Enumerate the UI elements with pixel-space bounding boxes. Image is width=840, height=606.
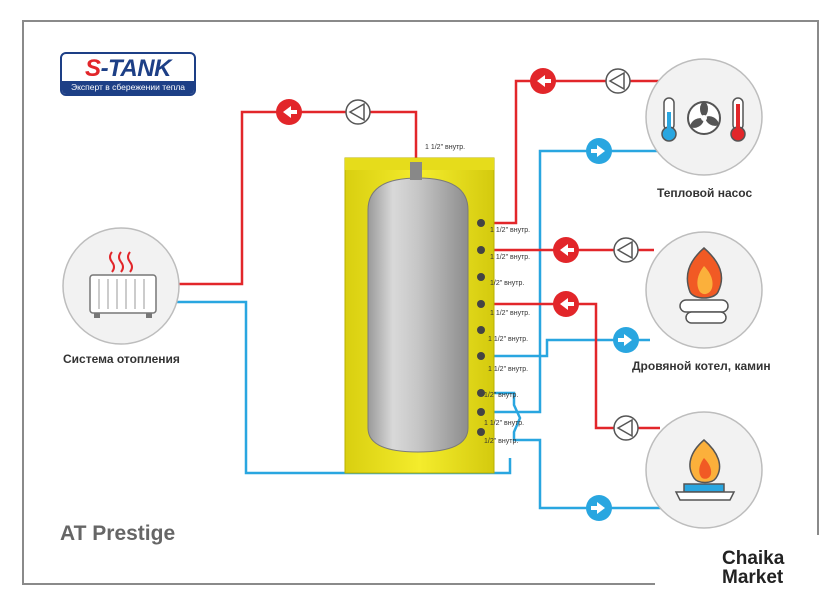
circulation-pump-icon-2 bbox=[605, 68, 631, 94]
pipe-label-3: 1/2" внутр. bbox=[490, 280, 525, 287]
pipe-label-6: 1 1/2" внутр. bbox=[488, 366, 529, 373]
pipe-label-5: 1 1/2" внутр. bbox=[488, 336, 529, 343]
gas-boiler-return-pipe bbox=[485, 391, 662, 510]
fireplace-flame-icon bbox=[679, 247, 729, 324]
pipe-label-7: 1/2" внутр. bbox=[484, 392, 519, 399]
wood-boiler-return-pipe bbox=[485, 338, 650, 358]
pipe-label-top: 1 1/2" внутр. bbox=[425, 144, 466, 151]
watermark-line-1: Chaika bbox=[722, 548, 785, 569]
heating-return-pipe bbox=[173, 300, 512, 475]
heat-pump-supply-pipe bbox=[485, 79, 665, 225]
pipe-label-4: 1 1/2" внутр. bbox=[490, 310, 531, 317]
heat-pump-label: Тепловой насос bbox=[657, 186, 753, 200]
gas-flame-icon bbox=[674, 439, 736, 501]
heating-system-label: Система отопления bbox=[63, 352, 180, 366]
watermark-badge bbox=[655, 535, 840, 606]
wood-boiler-label: Дровяной котел, камин bbox=[632, 359, 771, 373]
hot-flow-arrow-icon-2 bbox=[530, 68, 556, 94]
watermark-text: Chaika Market bbox=[722, 549, 784, 587]
tank-nozzles bbox=[477, 219, 485, 436]
tank-body bbox=[367, 177, 469, 453]
heating-supply-pipe bbox=[173, 110, 418, 286]
s-tank-logo: S-TANK Эксперт в сбережении тепла bbox=[60, 52, 196, 96]
pipe-label-2: 1 1/2" внутр. bbox=[490, 254, 531, 261]
fan-icon bbox=[687, 101, 721, 135]
hot-flow-arrow-icon-1 bbox=[276, 99, 302, 125]
pipe-label-1: 1 1/2" внутр. bbox=[490, 227, 531, 234]
pipe-label-8: 1 1/2" внутр. bbox=[484, 420, 525, 427]
thermometer-cold-icon bbox=[661, 97, 677, 142]
hot-flow-arrow-icon-3 bbox=[553, 237, 579, 263]
circulation-pump-icon-3 bbox=[613, 237, 639, 263]
cold-flow-arrow-icon-1 bbox=[586, 138, 612, 164]
pipe-label-9: 1/2" внутр. bbox=[484, 438, 519, 445]
tank-top-fitting bbox=[410, 162, 422, 180]
logo-brand: S-TANK bbox=[85, 55, 171, 82]
cold-flow-arrow-icon-2 bbox=[613, 327, 639, 353]
diagram-frame bbox=[22, 20, 819, 585]
radiator-icon bbox=[89, 251, 157, 318]
cold-flow-arrow-icon-3 bbox=[586, 495, 612, 521]
circulation-pump-icon-1 bbox=[345, 99, 371, 125]
watermark-line-2: Market bbox=[722, 567, 784, 588]
logo-tagline: Эксперт в сбережении тепла bbox=[62, 81, 194, 94]
thermometer-hot-icon bbox=[730, 97, 746, 142]
circulation-pump-icon-4 bbox=[613, 415, 639, 441]
hot-flow-arrow-icon-4 bbox=[553, 291, 579, 317]
model-name: AT Prestige bbox=[60, 522, 176, 545]
